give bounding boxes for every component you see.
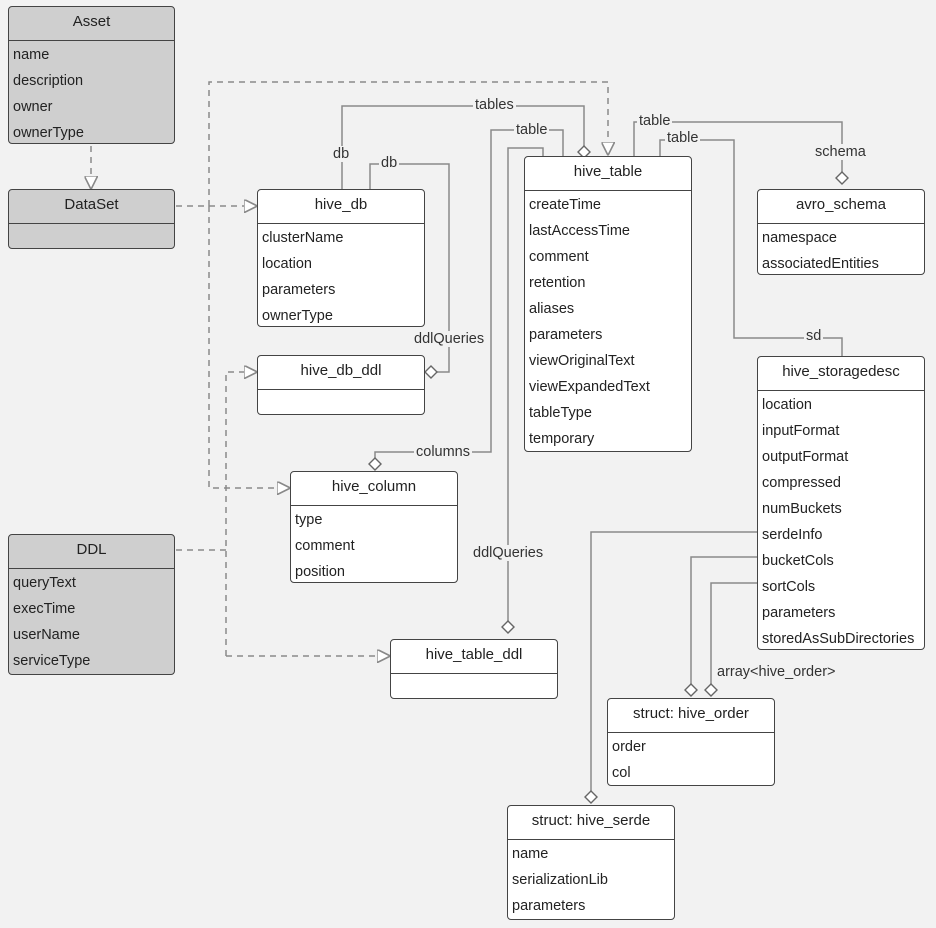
field: numBuckets	[762, 501, 842, 517]
field: outputFormat	[762, 449, 849, 465]
field: ownerType	[262, 308, 333, 324]
entity-title: struct: hive_order	[608, 699, 774, 733]
label-table-3: table	[665, 130, 701, 146]
entity-title: hive_table_ddl	[391, 640, 557, 674]
ddl-hive-db-ddl-inherit	[225, 372, 256, 656]
field: location	[262, 256, 312, 272]
entity-hive-order[interactable]: struct: hive_order order col	[607, 698, 775, 786]
field: retention	[529, 275, 586, 291]
field: serdeInfo	[762, 527, 823, 543]
entity-title: hive_column	[291, 472, 457, 506]
field: viewOriginalText	[529, 353, 635, 369]
entity-hive-serde[interactable]: struct: hive_serde name serializationLib…	[507, 805, 675, 920]
field: queryText	[13, 575, 76, 591]
sortcols-link	[710, 582, 761, 686]
entity-hive-column[interactable]: hive_column type comment position	[290, 471, 458, 583]
label-columns: columns	[414, 444, 472, 460]
entity-title: hive_table	[525, 157, 691, 191]
diamond-serde	[584, 790, 598, 804]
entity-hive-table-ddl[interactable]: hive_table_ddl	[390, 639, 558, 699]
field: order	[612, 739, 646, 755]
entity-dataset[interactable]: DataSet	[8, 189, 175, 249]
entity-hive-db[interactable]: hive_db clusterName location parameters …	[257, 189, 425, 327]
entity-title: Asset	[9, 7, 174, 41]
field: tableType	[529, 405, 592, 421]
label-db-1: db	[331, 146, 352, 162]
field: location	[762, 397, 812, 413]
table-sd-link	[659, 139, 843, 357]
entity-hive-storagedesc[interactable]: hive_storagedesc location inputFormat ou…	[757, 356, 925, 650]
dataset-hive-column-inherit	[208, 206, 289, 488]
field: aliases	[529, 301, 575, 317]
field: position	[295, 564, 345, 580]
field: ownerType	[13, 125, 84, 141]
field: execTime	[13, 601, 76, 617]
table-ddl-link	[507, 147, 544, 627]
field: createTime	[529, 197, 601, 213]
label-db-2: db	[379, 155, 400, 171]
bucketcols-link	[690, 556, 761, 686]
entity-title: DataSet	[9, 190, 174, 224]
db-ddl-link	[369, 163, 450, 373]
label-tables: tables	[473, 97, 516, 113]
label-table-2: table	[637, 113, 673, 129]
diamond-sortcols	[704, 683, 718, 697]
field: parameters	[262, 282, 336, 298]
field: associatedEntities	[762, 256, 879, 272]
entity-title: hive_storagedesc	[758, 357, 924, 391]
field: namespace	[762, 230, 837, 246]
field: inputFormat	[762, 423, 840, 439]
field: parameters	[762, 605, 836, 621]
field: clusterName	[262, 230, 344, 246]
diamond-columns	[368, 457, 382, 471]
field: lastAccessTime	[529, 223, 630, 239]
diamond-bucketcols	[684, 683, 698, 697]
entity-asset[interactable]: Asset name description owner ownerType	[8, 6, 175, 144]
field: serviceType	[13, 653, 91, 669]
entity-title: hive_db	[258, 190, 424, 224]
field: storedAsSubDirectories	[762, 631, 915, 647]
label-ddlqueries-table: ddlQueries	[471, 545, 546, 561]
field: name	[512, 846, 549, 862]
field: description	[13, 73, 84, 89]
label-ddlqueries-db: ddlQueries	[412, 331, 487, 347]
field: col	[612, 765, 631, 781]
field: sortCols	[762, 579, 816, 595]
field: bucketCols	[762, 553, 834, 569]
diamond-table-ddl	[501, 620, 515, 634]
label-sd: sd	[804, 328, 824, 344]
dataset-hive-table-inherit	[208, 81, 608, 206]
field: viewExpandedText	[529, 379, 650, 395]
label-schema: schema	[813, 144, 868, 160]
field: parameters	[529, 327, 603, 343]
entity-title: DDL	[9, 535, 174, 569]
table-columns-link	[374, 129, 564, 462]
label-table-1: table	[514, 122, 550, 138]
diamond-schema	[835, 171, 849, 185]
field: name	[13, 47, 50, 63]
field: compressed	[762, 475, 841, 491]
field: temporary	[529, 431, 595, 447]
field: parameters	[512, 898, 586, 914]
entity-title: hive_db_ddl	[258, 356, 424, 390]
field: comment	[529, 249, 589, 265]
field: type	[295, 512, 323, 528]
entity-hive-table[interactable]: hive_table createTime lastAccessTime com…	[524, 156, 692, 452]
entity-ddl[interactable]: DDL queryText execTime userName serviceT…	[8, 534, 175, 675]
diamond-db-ddl	[424, 365, 438, 379]
entity-title: struct: hive_serde	[508, 806, 674, 840]
label-array-hive-order: array<hive_order>	[715, 664, 838, 680]
field: serializationLib	[512, 872, 608, 888]
entity-avro-schema[interactable]: avro_schema namespace associatedEntities	[757, 189, 925, 275]
field: userName	[13, 627, 80, 643]
entity-title: avro_schema	[758, 190, 924, 224]
field: comment	[295, 538, 355, 554]
serde-link	[590, 531, 761, 795]
entity-hive-db-ddl[interactable]: hive_db_ddl	[257, 355, 425, 415]
field: owner	[13, 99, 53, 115]
